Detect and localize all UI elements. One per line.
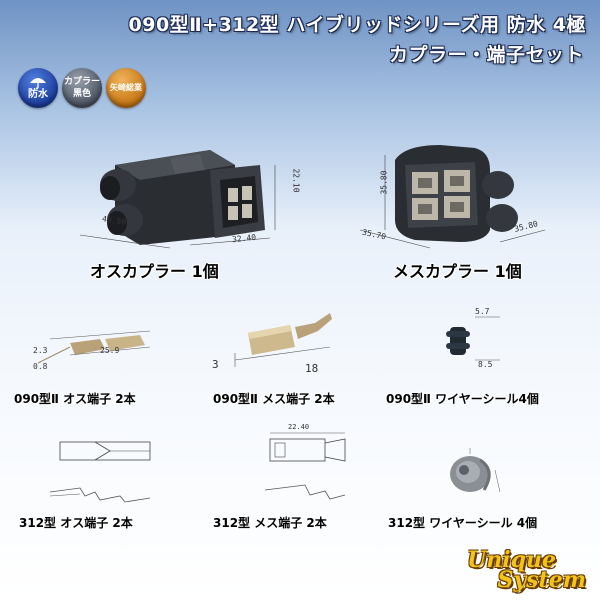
090-female-dim-b: 18: [305, 362, 319, 375]
page-title: 090型Ⅱ+312型 ハイブリッドシリーズ用 防水 4極: [128, 14, 586, 36]
waterproof-badge-label: 防水: [28, 89, 48, 100]
maker-badge: 矢崎総業: [106, 68, 146, 108]
312-wire-seal-image: [450, 448, 501, 493]
090-male-terminal-image: [37, 330, 151, 364]
female-height-dim: 35.80: [379, 170, 389, 195]
312-female-terminal-image: [264, 432, 346, 500]
312-female-dim-a: 22.40: [288, 423, 310, 431]
090-male-dim-b: 25.9: [100, 346, 120, 355]
color-badge-line1: カプラー: [63, 77, 100, 87]
312-wire-seal-label: 312型 ワイヤーシール 4個: [388, 516, 538, 530]
090-seal-dim-a: 5.7: [475, 307, 490, 316]
090-male-dim-c: 0.8: [33, 362, 48, 371]
maker-badge-label: 矢崎総業: [110, 83, 142, 92]
female-connector-image: [359, 145, 546, 249]
color-badge: カプラー 黒色: [62, 68, 102, 108]
page-subtitle: カプラー・端子セット: [388, 44, 584, 66]
090-male-terminal-label: 090型Ⅱ オス端子 2本: [14, 392, 136, 406]
312-male-terminal-label: 312型 オス端子 2本: [19, 516, 133, 530]
umbrella-icon: [30, 78, 46, 89]
male-coupler-label: オスカプラー 1個: [90, 262, 219, 281]
logo-line2: System: [497, 567, 587, 593]
090-wire-seal-label: 090型Ⅱ ワイヤーシール4個: [386, 392, 539, 406]
090-wire-seal-image: [446, 316, 500, 361]
090-female-terminal-label: 090型Ⅱ メス端子 2本: [213, 392, 335, 406]
unique-system-logo: Unique System: [467, 547, 587, 593]
312-female-terminal-label: 312型 メス端子 2本: [213, 516, 327, 530]
male-height-dim: 22.10: [291, 168, 301, 193]
waterproof-badge: 防水: [18, 68, 58, 108]
090-female-terminal-image: [234, 313, 332, 367]
female-coupler-label: メスカプラー 1個: [393, 262, 522, 281]
090-seal-dim-b: 8.5: [478, 360, 493, 369]
090-female-dim-a: 3: [212, 358, 219, 371]
090-male-dim-a: 2.3: [33, 346, 48, 355]
male-connector-image: [79, 150, 276, 249]
logo-line1: Unique: [467, 547, 556, 573]
312-male-terminal-image: [49, 441, 151, 503]
color-badge-line2: 黒色: [72, 89, 91, 99]
